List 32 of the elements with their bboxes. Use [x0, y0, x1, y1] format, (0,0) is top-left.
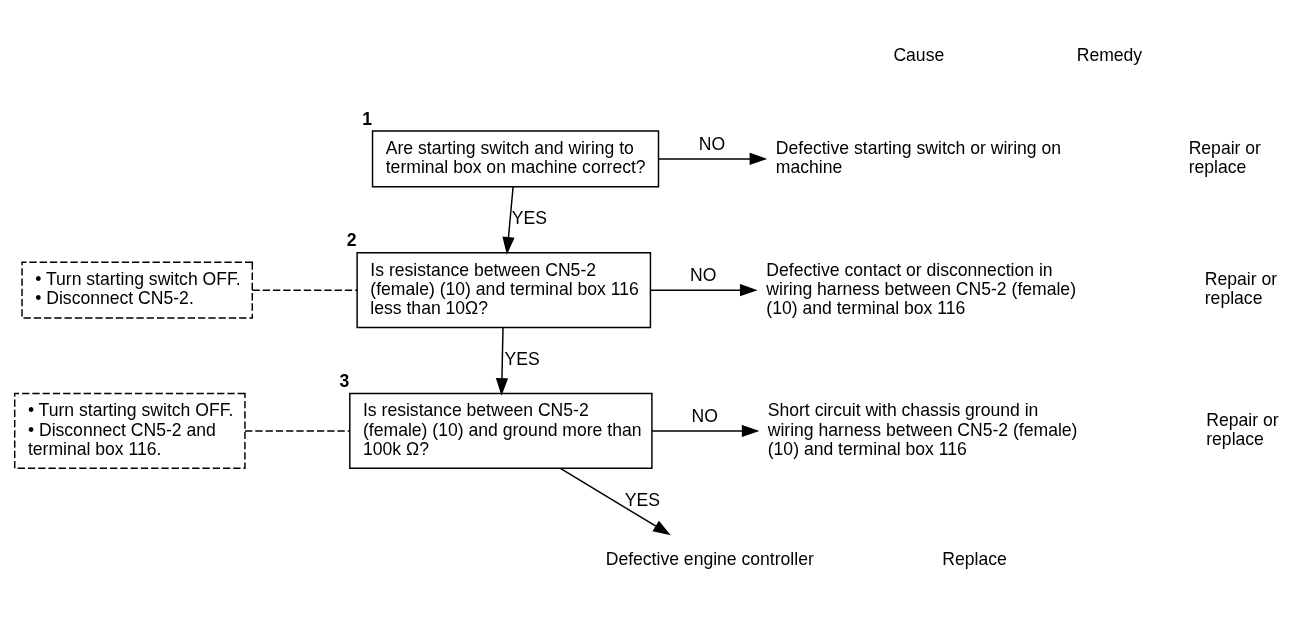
arrow [559, 467, 671, 536]
connector [251, 289, 358, 291]
node-text: Defective engine controller [605, 549, 814, 570]
edge-label: NO [691, 405, 718, 426]
label: Repair or replace [1188, 137, 1261, 177]
node-box: • Turn starting switch OFF. • Disconnect CN5-2 and terminal box 116. [13, 392, 246, 470]
edge-label: NO [698, 133, 726, 154]
arrow [495, 327, 509, 396]
label: Repair or replace [1204, 269, 1278, 309]
connector [244, 430, 351, 432]
node-label: 2 [346, 230, 357, 251]
arrow [649, 284, 758, 297]
arrow [658, 152, 768, 166]
edge-label: YES [504, 349, 540, 370]
edge-label: YES [624, 489, 660, 510]
label: Replace [942, 549, 1007, 570]
label: Cause [893, 44, 945, 65]
node-label: 1 [362, 108, 373, 129]
label: Repair or replace [1206, 409, 1279, 450]
node-box: Is resistance between CN5-2 (female) (10) and terminal box 116 less than 10Ω? [356, 252, 652, 329]
node-label: 3 [339, 371, 350, 392]
node-box: Are starting switch and wiring to terminal box on machine correct? [371, 130, 660, 188]
edge-label: NO [690, 264, 717, 285]
arrow [502, 186, 515, 255]
node-text: Short circuit with chassis ground in wiring harness between CN5-2 (female) (10) and terminal box 116 [767, 400, 1078, 459]
node-text: Defective starting switch or wiring on machine [775, 137, 1062, 177]
node-box: • Turn starting switch OFF. • Disconnect CN5-2. [21, 261, 253, 319]
node-box: Is resistance between CN5-2 (female) (10) and ground more than 100k Ω? [349, 392, 653, 470]
label: Remedy [1076, 44, 1143, 65]
node-text: Defective contact or disconnection in wiring harness between CN5-2 (female) (10) and terminal box 116 [766, 259, 1076, 318]
arrow [651, 424, 760, 438]
edge-label: YES [511, 208, 548, 229]
